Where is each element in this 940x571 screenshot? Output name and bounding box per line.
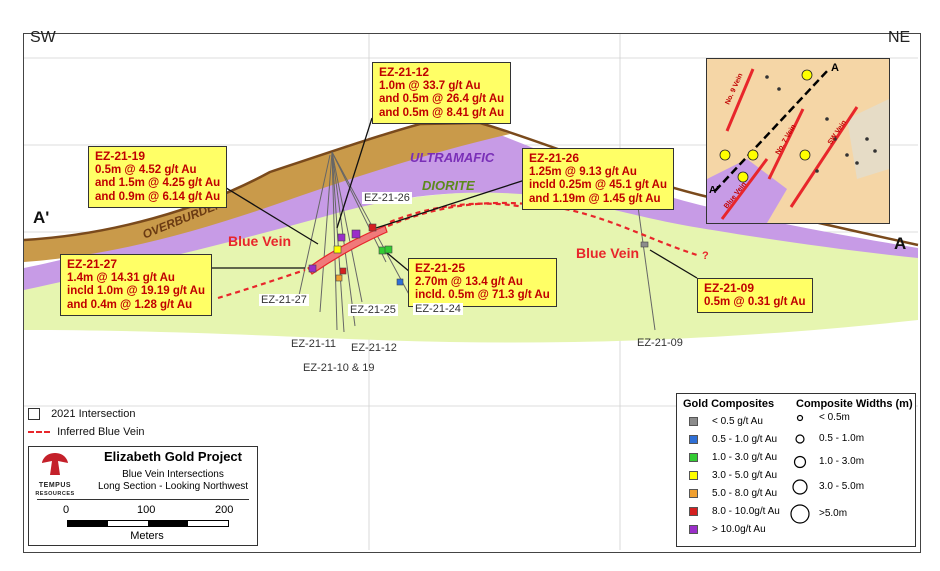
legend-gold-item: > 10.0g/t Au xyxy=(689,524,766,535)
scale-unit: Meters xyxy=(130,530,164,542)
red-square-icon xyxy=(689,506,698,516)
gold-composites xyxy=(308,223,649,286)
corner-sw: SW xyxy=(30,29,56,46)
left-legend: 2021 Intersection Inferred Blue Vein xyxy=(28,408,145,442)
scale-label-100: 100 xyxy=(137,504,156,516)
legend-gold-item: 3.0 - 5.0 g/t Au xyxy=(689,470,777,481)
tempus-logo-icon xyxy=(42,453,68,475)
callout-line: and 0.5m @ 26.4 g/t Au xyxy=(379,93,505,105)
legend-gold-item: 1.0 - 3.0 g/t Au xyxy=(689,452,777,463)
grey-square-icon xyxy=(689,416,698,426)
map-subtitle-1: Blue Vein Intersections xyxy=(122,469,224,480)
callout-line: and 0.4m @ 1.28 g/t Au xyxy=(67,298,193,311)
inset-label-a: A xyxy=(831,62,839,74)
legend-width-item: 0.5 - 1.0m xyxy=(819,433,865,444)
legend-width-item: 3.0 - 5.0m xyxy=(819,481,865,492)
callout-line: 1.4m @ 14.31 g/t Au xyxy=(67,271,175,284)
orange-square-icon xyxy=(689,488,698,498)
tempus-logo: TEMPUS RESOURCES xyxy=(33,451,77,497)
legend-gold-item: 0.5 - 1.0 g/t Au xyxy=(689,434,777,445)
blue-vein-intersected xyxy=(307,225,388,275)
callout-line: and 0.5m @ 8.41 g/t Au xyxy=(379,106,505,119)
hole-label-ez-21-27: EZ-21-27 xyxy=(259,294,309,306)
legend-width-item: < 0.5m xyxy=(819,412,850,423)
inferred-blue-vein-west xyxy=(217,268,306,300)
callout-title: EZ-21-19 xyxy=(95,149,146,163)
legend-box: Gold Composites Composite Widths (m) < 0… xyxy=(676,393,916,547)
callout-ez-21-25: EZ-21-25 2.70m @ 13.4 g/t Au incld. 0.5m… xyxy=(408,258,557,307)
callout-title: EZ-21-27 xyxy=(67,257,118,271)
callout-line: and 1.5m @ 4.25 g/t Au xyxy=(95,177,221,189)
green-square-icon xyxy=(689,452,698,462)
callout-line: 2.70m @ 13.4 g/t Au xyxy=(415,275,523,288)
legend-width-title: Composite Widths (m) xyxy=(796,398,913,410)
callout-line: and 0.9m @ 6.14 g/t Au xyxy=(95,190,221,203)
callout-line: 0.5m @ 0.31 g/t Au xyxy=(704,295,806,308)
callout-ez-21-27: EZ-21-27 1.4m @ 14.31 g/t Au incld 1.0m … xyxy=(60,254,212,316)
callout-line: incld. 0.5m @ 71.3 g/t Au xyxy=(415,289,550,301)
ultramafic-label: ULTRAMAFIC xyxy=(410,150,495,165)
callout-line: incld 1.0m @ 19.19 g/t Au xyxy=(67,285,205,297)
callout-line: incld 0.25m @ 45.1 g/t Au xyxy=(529,179,667,191)
callout-line: 1.25m @ 9.13 g/t Au xyxy=(529,165,637,178)
inferred-blue-vein-upper xyxy=(389,202,531,224)
legend-inferred-label: Inferred Blue Vein xyxy=(57,426,145,438)
legend-intersection-label: 2021 Intersection xyxy=(51,408,136,420)
blue-vein-label-west: Blue Vein xyxy=(228,233,292,249)
blue-vein-label-east: Blue Vein xyxy=(576,245,640,261)
legend-gold-item: 8.0 - 10.0g/t Au xyxy=(689,506,780,517)
hole-label-ez-21-25: EZ-21-25 xyxy=(348,304,398,316)
overburden-unit xyxy=(24,123,510,262)
inferred-vein-symbol-icon xyxy=(28,431,50,434)
diorite-label: DIORITE xyxy=(422,178,475,193)
corner-ne: NE xyxy=(888,29,911,46)
ultramafic-unit xyxy=(24,127,918,290)
legend-gold-title: Gold Composites xyxy=(683,398,775,410)
inset-location-map: A A' No. 9 Vein No. 7 Vein SW Vein Blue … xyxy=(706,58,890,224)
callout-title: EZ-21-25 xyxy=(415,261,466,275)
question-mark-east: ? xyxy=(702,250,709,262)
project-title: Elizabeth Gold Project xyxy=(104,449,242,464)
callout-title: EZ-21-09 xyxy=(704,281,755,295)
legend-gold-item: < 0.5 g/t Au xyxy=(689,416,763,427)
legend-width-item: >5.0m xyxy=(819,508,848,519)
legend-width-item: 1.0 - 3.0m xyxy=(819,456,865,467)
callout-line: 0.5m @ 4.52 g/t Au xyxy=(95,163,197,176)
callout-ez-21-26: EZ-21-26 1.25m @ 9.13 g/t Au incld 0.25m… xyxy=(522,148,674,210)
width-circles xyxy=(790,414,810,524)
section-label-a-prime: A' xyxy=(33,208,50,227)
scale-bar: 0 100 200 Meters xyxy=(37,499,249,544)
map-subtitle-2: Long Section - Looking Northwest xyxy=(97,481,249,492)
hole-label-ez-21-26: EZ-21-26 xyxy=(362,192,412,204)
callout-title: EZ-21-12 xyxy=(379,65,430,79)
blue-square-icon xyxy=(689,434,698,444)
callout-ez-21-12: EZ-21-12 1.0m @ 33.7 g/t Au and 0.5m @ 2… xyxy=(372,62,512,124)
yellow-square-icon xyxy=(689,470,698,480)
inferred-blue-vein-east xyxy=(387,201,701,258)
scale-label-0: 0 xyxy=(63,504,70,516)
scale-bar-graphic xyxy=(67,520,229,527)
callout-line: and 1.19m @ 1.45 g/t Au xyxy=(529,192,661,205)
logo-subtext: RESOURCES xyxy=(35,491,75,497)
title-block: TEMPUS RESOURCES Elizabeth Gold Project … xyxy=(28,446,258,546)
logo-text: TEMPUS xyxy=(38,482,72,489)
scale-label-200: 200 xyxy=(215,504,234,516)
callout-line: 1.0m @ 33.7 g/t Au xyxy=(379,79,481,92)
inset-label-a-prime: A' xyxy=(709,185,719,196)
legend-gold-item: 5.0 - 8.0 g/t Au xyxy=(689,488,777,499)
hole-label-ez-21-12: EZ-21-12 xyxy=(351,342,397,354)
hole-label-ez-21-11: EZ-21-11 xyxy=(291,338,337,350)
hole-label-ez-21-10-19: EZ-21-10 & 19 xyxy=(303,362,375,374)
inset-map-drawing: A A' No. 9 Vein No. 7 Vein SW Vein Blue … xyxy=(707,59,889,223)
purple-square-icon xyxy=(689,524,698,534)
section-label-a: A xyxy=(894,234,907,253)
hole-label-ez-21-24: EZ-21-24 xyxy=(413,303,463,315)
intersection-symbol-icon xyxy=(28,408,40,421)
callout-ez-21-09: EZ-21-09 0.5m @ 0.31 g/t Au xyxy=(697,278,813,313)
callout-title: EZ-21-26 xyxy=(529,151,580,165)
hole-label-ez-21-09: EZ-21-09 xyxy=(637,337,683,349)
callout-ez-21-19: EZ-21-19 0.5m @ 4.52 g/t Au and 1.5m @ 4… xyxy=(88,146,228,208)
